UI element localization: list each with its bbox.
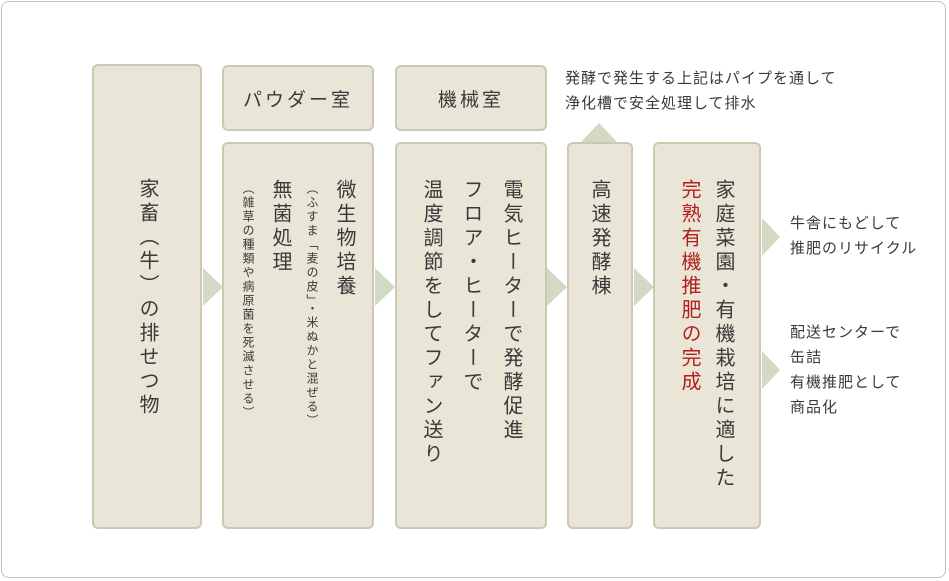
machine-line-2: フロア・ヒーターで — [460, 179, 484, 395]
compost-highlight: 完熟有機推肥の完成 — [678, 179, 702, 395]
powder-line-4: （雑草の種類や病原菌を死滅させる） — [241, 182, 255, 420]
powder-line-3: 無菌処理 — [269, 179, 293, 275]
arrow-4 — [634, 268, 654, 306]
fermentation-label: 高速発酵棟 — [588, 179, 612, 299]
powder-room-header: パウダー室 — [222, 65, 374, 131]
livestock-box: 家畜（牛）の排せつ物 — [92, 64, 202, 529]
compost-box: 家庭菜園・有機栽培に適した 完熟有機推肥の完成 — [653, 142, 761, 529]
machine-line-1: 電気ヒーターで発酵促進 — [500, 179, 524, 443]
machine-line-3: 温度調節をしてファン送り — [420, 179, 444, 467]
arrow-recycle — [762, 218, 780, 256]
arrow-2 — [375, 268, 395, 306]
machine-room-title: 機械室 — [437, 88, 504, 111]
arrow-1 — [203, 268, 223, 306]
powder-room-title: パウダー室 — [242, 88, 353, 111]
arrow-3 — [547, 268, 567, 306]
delivery-text: 配送センターで 缶詰 有機推肥として 商品化 — [790, 320, 902, 420]
compost-line-1: 家庭菜園・有機栽培に適した — [712, 179, 736, 491]
powder-room-box: 微生物培養 （ふすま「麦の皮」・米ぬかと混ぜる） 無菌処理 （雑草の種類や病原菌… — [222, 142, 374, 529]
recycle-text: 牛舎にもどして 推肥のリサイクル — [790, 211, 917, 261]
powder-line-1: 微生物培養 — [333, 179, 357, 299]
delivery-line-1: 配送センターで — [790, 323, 902, 341]
fermentation-note-line-1: 発酵で発生する上記はパイプを通して — [565, 69, 837, 87]
machine-room-box: 電気ヒーターで発酵促進 フロア・ヒーターで 温度調節をしてファン送り — [395, 142, 547, 529]
delivery-line-2: 缶詰 — [790, 348, 823, 366]
recycle-line-1: 牛舎にもどして — [790, 214, 902, 232]
machine-room-header: 機械室 — [395, 65, 547, 131]
fermentation-note: 発酵で発生する上記はパイプを通して 浄化槽で安全処理して排水 — [565, 66, 837, 116]
delivery-line-4: 商品化 — [790, 398, 839, 416]
arrow-up — [580, 123, 618, 143]
fermentation-box: 高速発酵棟 — [567, 142, 633, 529]
delivery-line-3: 有機推肥として — [790, 373, 902, 391]
arrow-delivery — [762, 351, 780, 389]
recycle-line-2: 推肥のリサイクル — [790, 239, 918, 257]
powder-line-2: （ふすま「麦の皮」・米ぬかと混ぜる） — [305, 182, 319, 428]
fermentation-note-line-2: 浄化槽で安全処理して排水 — [565, 94, 757, 112]
livestock-label: 家畜（牛）の排せつ物 — [136, 178, 160, 418]
